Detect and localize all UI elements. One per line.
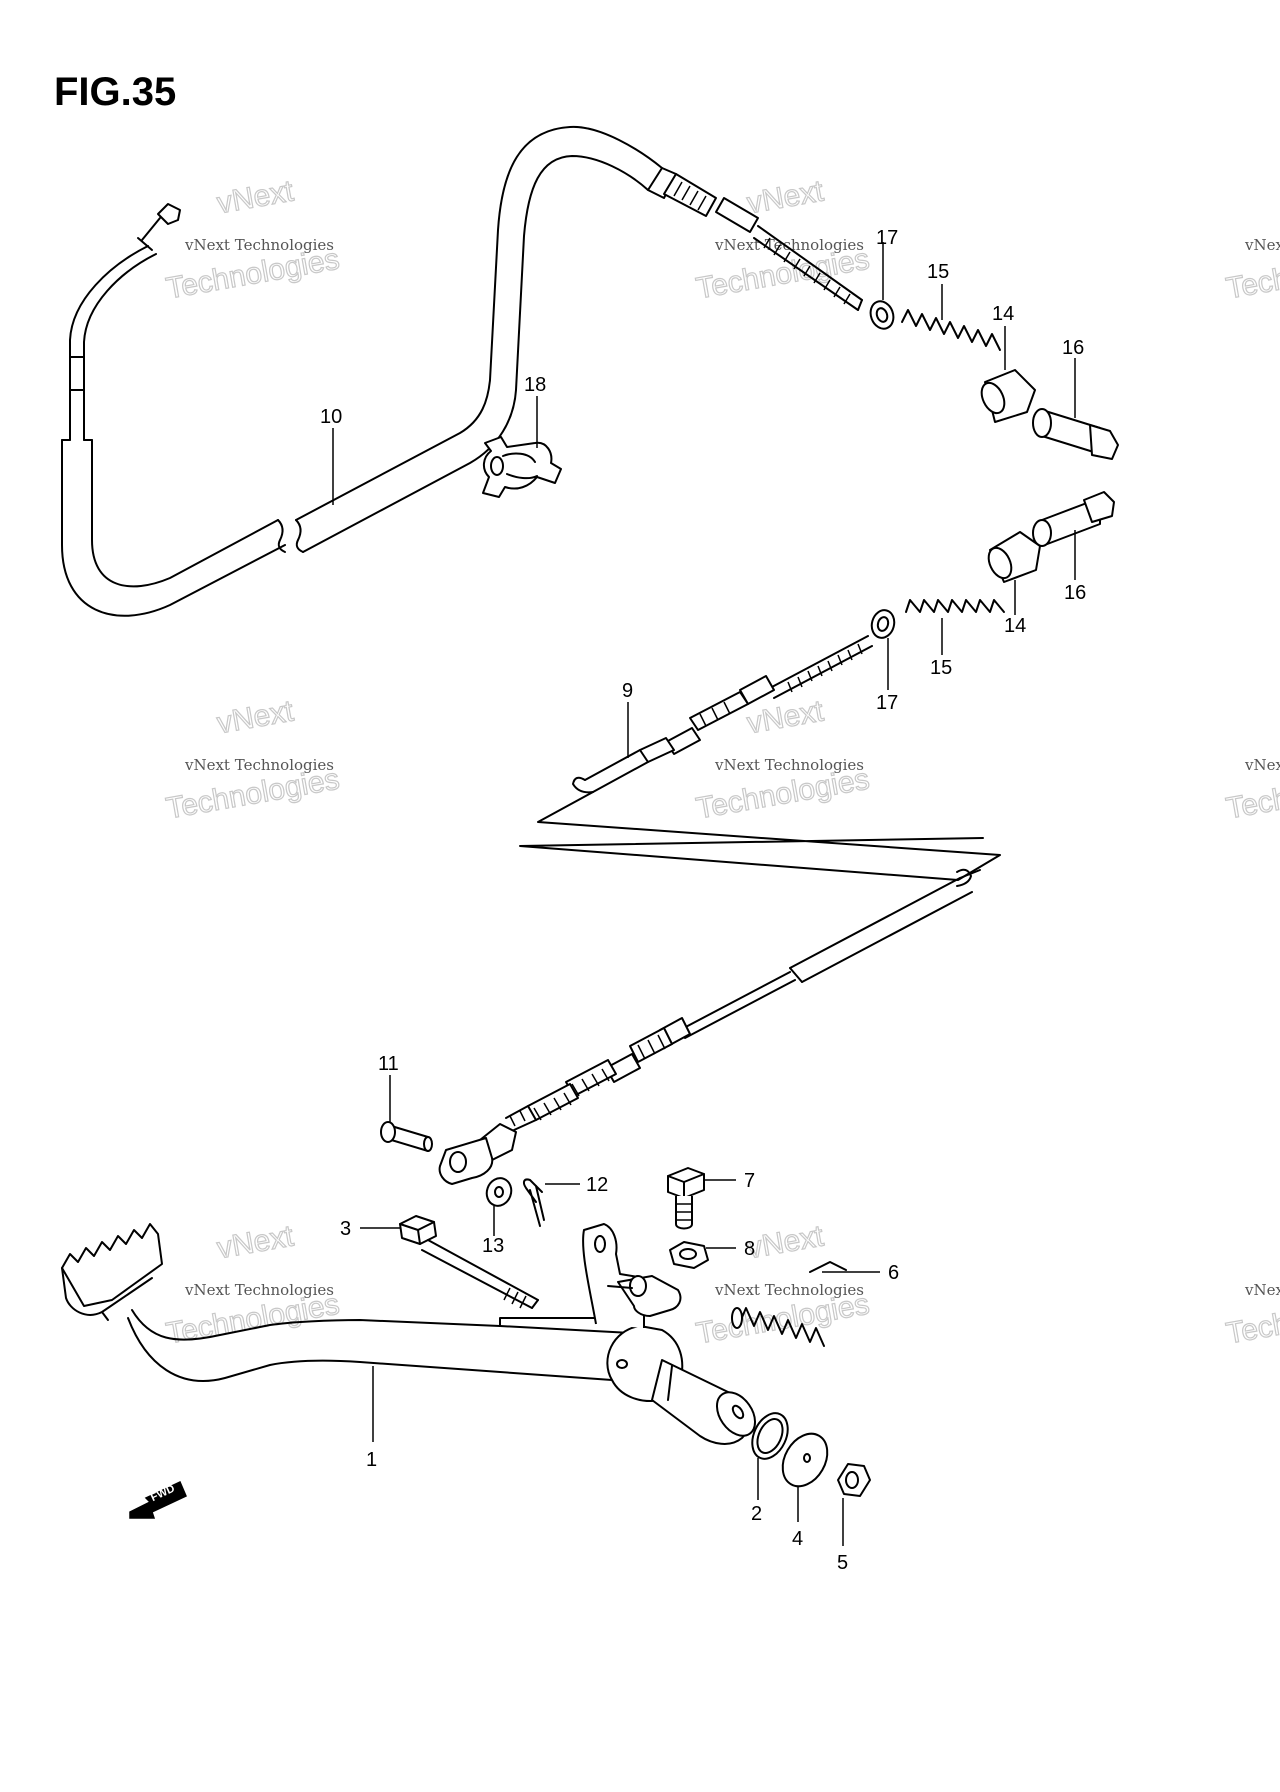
watermark: vNext Technologies vNext Technologies [163, 174, 342, 306]
watermark-text: vNext Technologies [714, 756, 864, 774]
nut [669, 1241, 709, 1269]
clutch-cable [61, 125, 863, 617]
callout-11: 11 [378, 1053, 399, 1075]
clamp [482, 436, 562, 498]
callout-5: 5 [837, 1552, 848, 1574]
callout-17-upper: 17 [876, 227, 898, 249]
watermark-text: vNext Technologies [184, 1281, 334, 1299]
watermark-text: vNext Technologies [714, 1281, 864, 1299]
pedal-washer [485, 1177, 513, 1207]
watermark-text: vNext Technologies [1244, 236, 1280, 254]
watermarks: vNext Technologies vNext Technologies vN… [163, 174, 1280, 1351]
watermark-text: vNext Technologies [714, 236, 864, 254]
watermark-large: vNext [215, 174, 297, 220]
pedal-nut [837, 1463, 871, 1497]
pin-upper [1032, 408, 1119, 460]
bolt [667, 1167, 705, 1230]
return-spring [731, 1261, 847, 1347]
callout-14-lower: 14 [1004, 615, 1026, 637]
o-ring [751, 1412, 789, 1460]
washer-upper [869, 300, 895, 330]
pedal-washer-large [781, 1432, 829, 1488]
callout-12: 12 [586, 1174, 608, 1196]
callout-18: 18 [524, 374, 546, 396]
leader-lines [332, 242, 1076, 1546]
callout-15-lower: 15 [930, 657, 952, 679]
watermark: Technologies vNext Technologies [1223, 756, 1280, 826]
watermark-text: vNext Technologies [1244, 756, 1280, 774]
cotter-pin [522, 1178, 545, 1227]
watermark: vNext Technologies vNext Technologies [693, 174, 872, 306]
washer-lower [870, 609, 896, 639]
callout-2: 2 [751, 1503, 762, 1525]
callout-14-upper: 14 [992, 303, 1014, 325]
watermark-large: vNext [745, 1219, 827, 1265]
callout-4: 4 [792, 1528, 803, 1550]
fwd-arrow-icon: FWD [129, 1480, 187, 1519]
watermark: Technologies vNext Technologies [1223, 1281, 1280, 1351]
watermark-large: vNext [215, 694, 297, 740]
callout-10: 10 [320, 406, 342, 428]
watermark: vNext Technologies vNext Technologies [163, 694, 342, 826]
watermark-large: vNext [745, 694, 827, 740]
callout-13: 13 [482, 1235, 504, 1257]
callout-17-lower: 17 [876, 692, 898, 714]
callout-16-lower: 16 [1064, 582, 1086, 604]
callout-7: 7 [744, 1170, 755, 1192]
cable-nipple [157, 203, 181, 225]
callout-15-upper: 15 [927, 261, 949, 283]
watermark-large: vNext [215, 1219, 297, 1265]
figure-title: FIG.35 [54, 70, 177, 114]
callout-6: 6 [888, 1262, 899, 1284]
watermark-text: vNext Technologies [184, 236, 334, 254]
callout-16-upper: 16 [1062, 337, 1084, 359]
callout-9: 9 [622, 680, 633, 702]
callout-3: 3 [340, 1218, 351, 1240]
spring-lower [905, 599, 1005, 613]
spring-upper [901, 309, 1001, 351]
watermark: vNext Technologies vNext Technologies [693, 694, 872, 826]
watermark-large: vNext [745, 174, 827, 220]
watermark: Technologies vNext Technologies [1223, 236, 1280, 306]
brake-cable [438, 635, 1001, 1185]
clevis-pin [380, 1121, 433, 1152]
brake-pedal [61, 1223, 757, 1445]
joint-upper [980, 369, 1036, 423]
callout-8: 8 [744, 1238, 755, 1260]
pin-lower [1032, 491, 1115, 547]
watermark-text: vNext Technologies [1244, 1281, 1280, 1299]
adjust-bolt [399, 1215, 539, 1309]
callout-1: 1 [366, 1449, 377, 1471]
joint-lower [987, 531, 1041, 583]
callout-labels: 17 15 14 16 18 10 16 14 15 17 9 11 12 13… [320, 227, 1086, 1574]
watermark-text: vNext Technologies [184, 756, 334, 774]
watermark: vNext Technologies vNext Technologies [163, 1219, 342, 1351]
